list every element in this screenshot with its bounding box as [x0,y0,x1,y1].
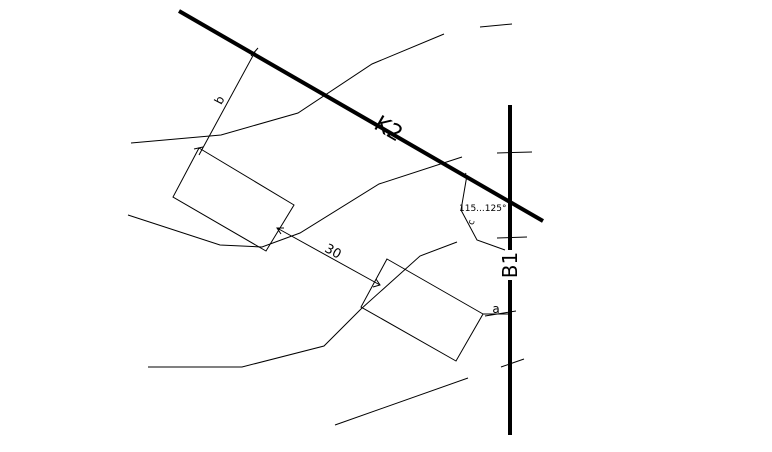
contour-line-5 [148,241,458,368]
dimension-a-label: a [492,302,499,316]
road-k2-label: K2 [370,111,407,147]
road-k2-line [178,9,544,223]
contour-line-4 [460,174,506,251]
dimension-30-line [276,227,381,286]
angle-label: 115...125° [459,204,506,214]
contour-line-6 [334,377,469,426]
lower-rectangle [360,258,484,362]
contour-lines [127,23,513,426]
contour-line-3 [127,156,463,248]
contour-line-2 [479,23,513,28]
road-b1-label: B1 [498,252,522,278]
dimension-lines [193,47,510,315]
small-mark-label: c [467,219,478,226]
dimension-30-label: 30 [322,241,344,262]
dimension-b-label: b [211,93,227,106]
contour-line-1 [130,33,445,144]
upper-rectangle [172,147,295,252]
angle-mark [463,172,467,178]
dimension-b-line [198,51,256,156]
